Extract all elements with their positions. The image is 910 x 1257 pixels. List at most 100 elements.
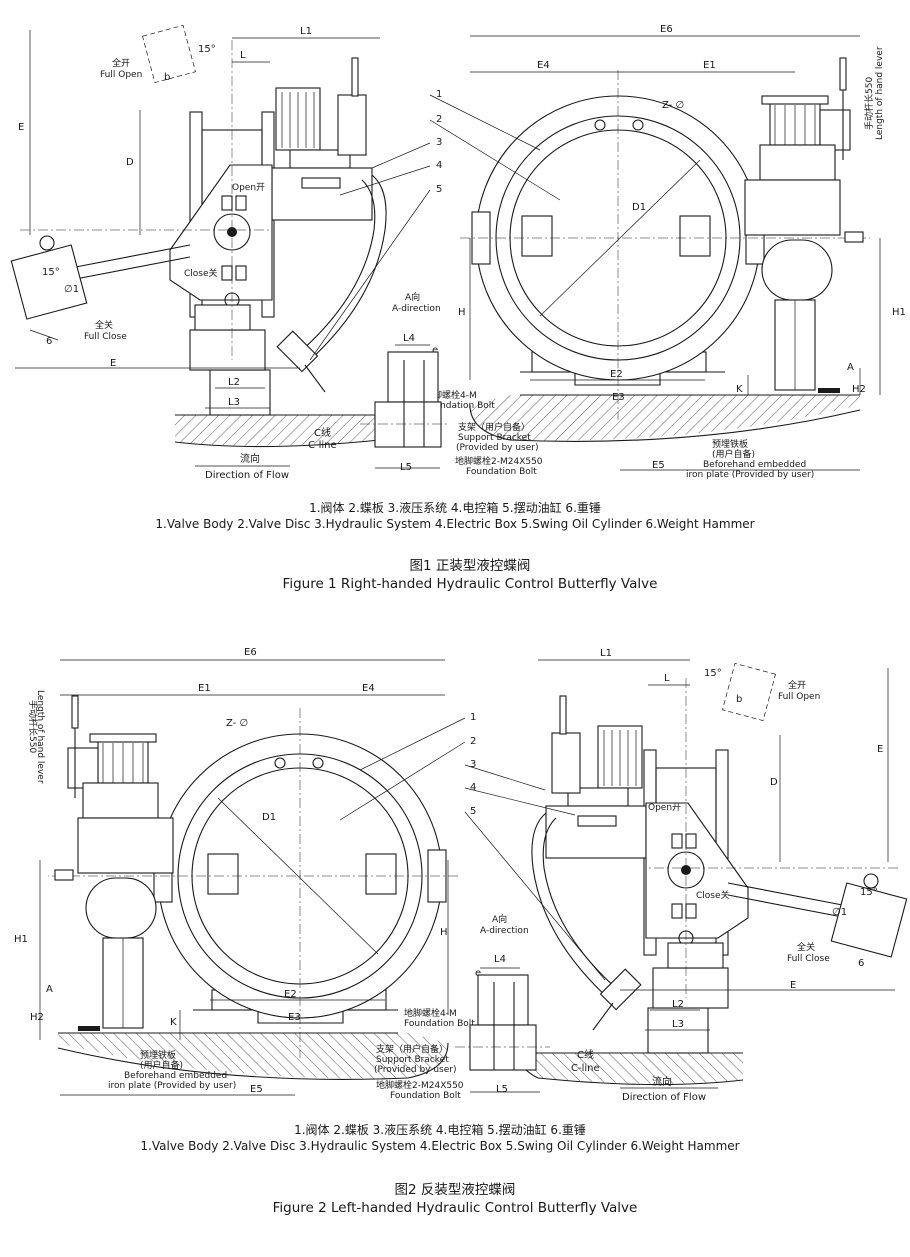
full-open2-cn: 全开 xyxy=(788,679,806,691)
bolt4-2-cn: 地脚螺栓4-M xyxy=(404,1007,457,1019)
close2-label: Close关 xyxy=(696,889,730,901)
flow2-cn: 流向 xyxy=(652,1075,672,1088)
dim-L2: L2 xyxy=(228,377,240,388)
dim2-E1: E1 xyxy=(198,683,211,694)
bolt2-en: Foundation Bolt xyxy=(466,467,537,477)
dim2-H2: H2 xyxy=(30,1012,44,1023)
figure1-title-en: Figure 1 Right-handed Hydraulic Control … xyxy=(283,576,658,592)
full-open2-en: Full Open xyxy=(778,692,820,702)
a-direction-en: A-direction xyxy=(392,304,441,314)
dim-E6: E6 xyxy=(660,24,673,35)
figure1-side-view xyxy=(10,24,401,448)
dim2-D1: D1 xyxy=(262,812,276,823)
close-label: Close关 xyxy=(184,267,218,279)
open-label: Open开 xyxy=(232,182,265,193)
plate-cn2: (用户自备) xyxy=(712,448,755,460)
dim-b: b xyxy=(164,72,170,83)
figure2-legend-en: 1.Valve Body 2.Valve Disc 3.Hydraulic Sy… xyxy=(140,1139,739,1153)
figure1-dimension-lines xyxy=(15,30,881,471)
full-open-en: Full Open xyxy=(100,70,142,80)
dim-E-vertical: E xyxy=(18,122,24,133)
a-direction2-en: A-direction xyxy=(480,926,529,936)
figure2-captions: 1.阀体 2.蝶板 3.液压系统 4.电控箱 5.摆动油缸 6.重锤 1.Val… xyxy=(140,1122,739,1216)
dim2-E4: E4 xyxy=(362,683,375,694)
dim2-E: E xyxy=(790,980,796,991)
plate2-en2: iron plate (Provided by user) xyxy=(108,1081,236,1091)
figure2-legend-cn: 1.阀体 2.蝶板 3.液压系统 4.电控箱 5.摆动油缸 6.重锤 xyxy=(294,1122,586,1137)
dim2-L2: L2 xyxy=(672,999,684,1010)
callout-2: 2 xyxy=(436,114,442,125)
plate2-en1: Beforehand embedded xyxy=(124,1071,227,1081)
lever-cn: 手动杆长550 xyxy=(863,77,875,130)
figure1-legend-en: 1.Valve Body 2.Valve Disc 3.Hydraulic Sy… xyxy=(155,517,754,531)
dim2-E5: E5 xyxy=(250,1084,263,1095)
figure2-callout-leaders xyxy=(339,717,606,981)
dim-E3: E3 xyxy=(612,392,625,403)
bracket2-en2: (Provided by user) xyxy=(374,1065,456,1075)
callout-4: 4 xyxy=(436,160,442,171)
dim2-angle: 15° xyxy=(704,668,722,679)
dim2-angle-hammer: 15° xyxy=(860,887,878,898)
full-close2-cn: 全关 xyxy=(797,941,815,953)
figure2-bracket-detail xyxy=(455,974,550,1071)
c-line2-en: C-line xyxy=(571,1063,600,1074)
bracket-en2: (Provided by user) xyxy=(456,443,538,453)
lever-en: Length of hand lever xyxy=(875,46,885,140)
callout2-1: 1 xyxy=(470,712,476,723)
callout2-6: 6 xyxy=(858,958,864,969)
dim2-Z: Z- ∅ xyxy=(226,718,248,729)
figure2-side-view xyxy=(517,662,908,1086)
dim2-e: e xyxy=(475,968,481,979)
dim2-L5: L5 xyxy=(496,1084,508,1095)
dim-E: E xyxy=(110,358,116,369)
dim2-E2: E2 xyxy=(284,989,297,1000)
dim-H2: H2 xyxy=(852,384,866,395)
callout2-4: 4 xyxy=(470,782,476,793)
dim2-phi1: ∅1 xyxy=(832,907,847,918)
bracket-cn: 支架（用户自备） xyxy=(458,421,530,433)
dim2-E-vertical: E xyxy=(877,744,883,755)
dim-H: H xyxy=(458,307,466,318)
bracket-en1: Support Bracket xyxy=(458,433,531,443)
bracket2-en1: Support Bracket xyxy=(376,1055,449,1065)
figure2-front-view xyxy=(47,695,459,1080)
dim-E2: E2 xyxy=(610,369,623,380)
plate2-cn1: 预埋铁板 xyxy=(140,1049,176,1061)
dim2-b: b xyxy=(736,694,742,705)
callout2-3: 3 xyxy=(470,759,476,770)
dim-L5: L5 xyxy=(400,462,412,473)
dim-E1: E1 xyxy=(703,60,716,71)
flow2-en: Direction of Flow xyxy=(622,1092,706,1103)
dim2-D: D xyxy=(770,777,778,788)
plate-en1: Beforehand embedded xyxy=(703,460,806,470)
lever2-cn: 手动杆长550 xyxy=(27,700,39,753)
dim-D1: D1 xyxy=(632,202,646,213)
bolt2-cn: 地脚螺栓2-M24X550 xyxy=(455,455,543,467)
full-open-cn: 全开 xyxy=(112,57,130,69)
callout2-5: 5 xyxy=(470,806,476,817)
dim-phi1: ∅1 xyxy=(64,284,79,295)
figure2-title-en: Figure 2 Left-handed Hydraulic Control B… xyxy=(273,1200,638,1216)
bolt4-2-en: Foundation Bolt xyxy=(404,1019,475,1029)
figure2-dimension-labels: E6 E1 E4 Z- ∅ D1 H1 H A H2 K E2 E3 E5 L1… xyxy=(14,647,883,1095)
c-line-cn: C线 xyxy=(314,426,331,439)
plate2-cn2: (用户自备) xyxy=(140,1059,183,1071)
a-direction2-cn: A向 xyxy=(492,913,507,925)
plate-en2: iron plate (Provided by user) xyxy=(686,470,814,480)
plate-cn1: 预埋铁板 xyxy=(712,438,748,450)
dim2-E3: E3 xyxy=(288,1012,301,1023)
callout-3: 3 xyxy=(436,137,442,148)
bolt4-en: Foundation Bolt xyxy=(424,401,495,411)
figure1-legend-cn: 1.阀体 2.蝶板 3.液压系统 4.电控箱 5.摆动油缸 6.重锤 xyxy=(309,500,601,515)
figure1-bracket-detail xyxy=(360,351,450,448)
dim-H1: H1 xyxy=(892,307,906,318)
bolt2-2-en: Foundation Bolt xyxy=(390,1091,461,1101)
dim-A: A xyxy=(847,362,854,373)
bolt2-2-cn: 地脚螺栓2-M24X550 xyxy=(376,1079,464,1091)
bracket2-cn: 支架（用户自备） xyxy=(376,1043,448,1055)
figure2-title-cn: 图2 反装型液控蝶阀 xyxy=(395,1182,516,1198)
dim2-L3: L3 xyxy=(672,1019,684,1030)
figure2-text-labels: 手动杆长550 Length of hand lever 1 2 3 4 5 6… xyxy=(27,679,864,1103)
dim-angle: 15° xyxy=(198,44,216,55)
c-line2-cn: C线 xyxy=(577,1048,594,1061)
